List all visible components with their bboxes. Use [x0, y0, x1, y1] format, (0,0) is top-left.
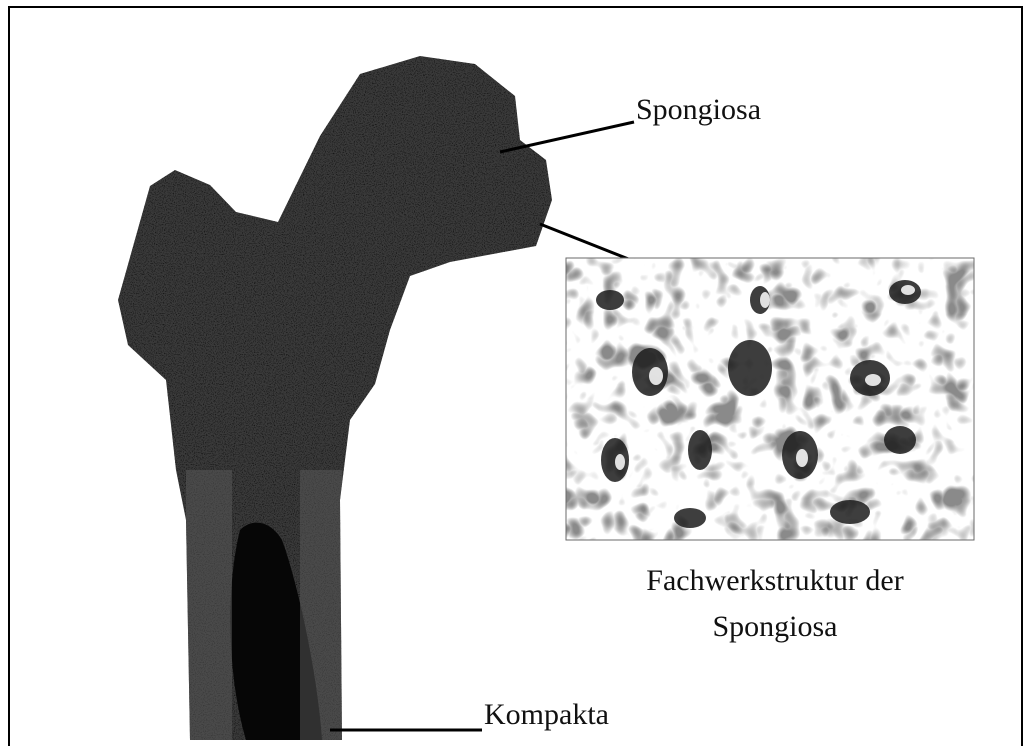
kompakta-label: Kompakta [484, 697, 609, 733]
spongiosa-label: Spongiosa [636, 92, 761, 128]
femur-bone [100, 50, 570, 740]
caption-line-2: Spongiosa [560, 604, 990, 650]
image-caption: Fachwerkstruktur der Spongiosa [560, 558, 990, 650]
structure-leader-line [540, 224, 636, 262]
caption-line-1: Fachwerkstruktur der [560, 558, 990, 604]
spongiosa-leader-line [500, 122, 634, 152]
trabecular-structure-image [566, 258, 974, 540]
